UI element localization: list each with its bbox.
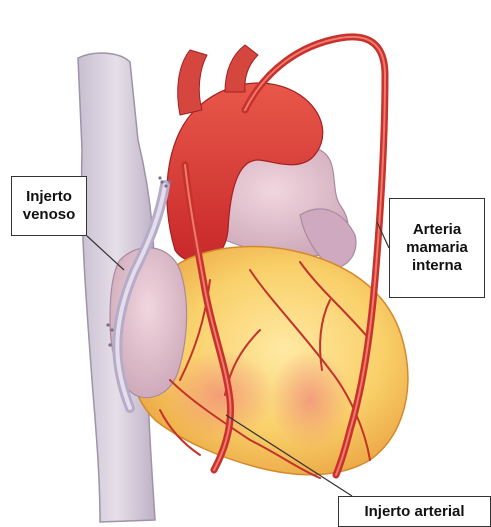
label-arterial-graft-text: Injerto arterial (364, 503, 464, 521)
label-vein-graft: Injerto venoso (11, 176, 87, 236)
label-internal-mammary-artery: Arteria mamaria interna (389, 198, 485, 298)
label-arterial-graft: Injerto arterial (338, 496, 491, 527)
label-internal-mammary-text: Arteria mamaria interna (406, 221, 468, 275)
label-vein-graft-text: Injerto venoso (23, 188, 76, 224)
heart-shading (270, 350, 350, 450)
